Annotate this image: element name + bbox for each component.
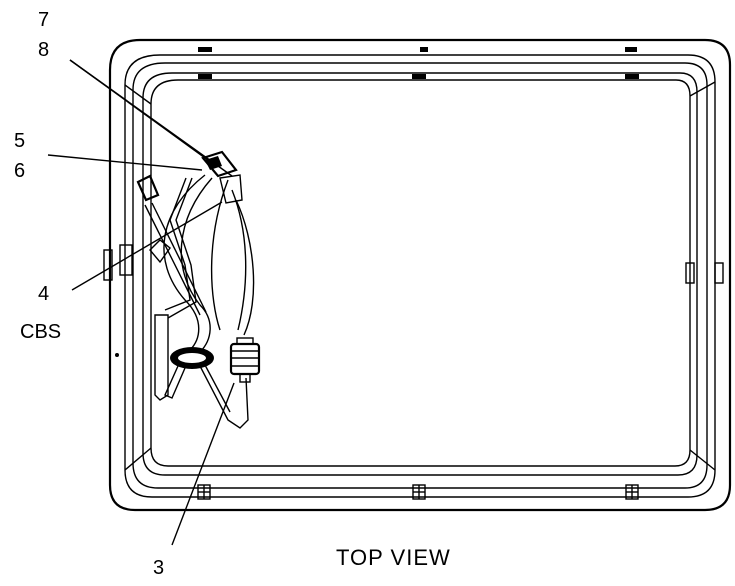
callout-6: 6 xyxy=(14,160,25,182)
leader-line-3 xyxy=(171,382,235,546)
wiring-harness xyxy=(136,150,261,429)
side-hinges xyxy=(103,244,724,357)
window-frame xyxy=(108,38,732,512)
view-caption: TOP VIEW xyxy=(336,545,451,570)
callout-8: 8 xyxy=(38,39,49,61)
leader-lines xyxy=(47,59,235,546)
callout-3: 3 xyxy=(153,557,164,579)
callout-5: 5 xyxy=(14,130,25,152)
leader-line-8 xyxy=(69,59,233,177)
callout-4: 4 xyxy=(38,283,49,305)
top-clips xyxy=(198,47,639,79)
leader-line-4 xyxy=(71,201,223,291)
callout-7: 7 xyxy=(38,9,49,31)
leader-line-5-6 xyxy=(47,154,203,171)
callout-cbs: CBS xyxy=(20,321,61,343)
bottom-clips xyxy=(197,484,639,500)
